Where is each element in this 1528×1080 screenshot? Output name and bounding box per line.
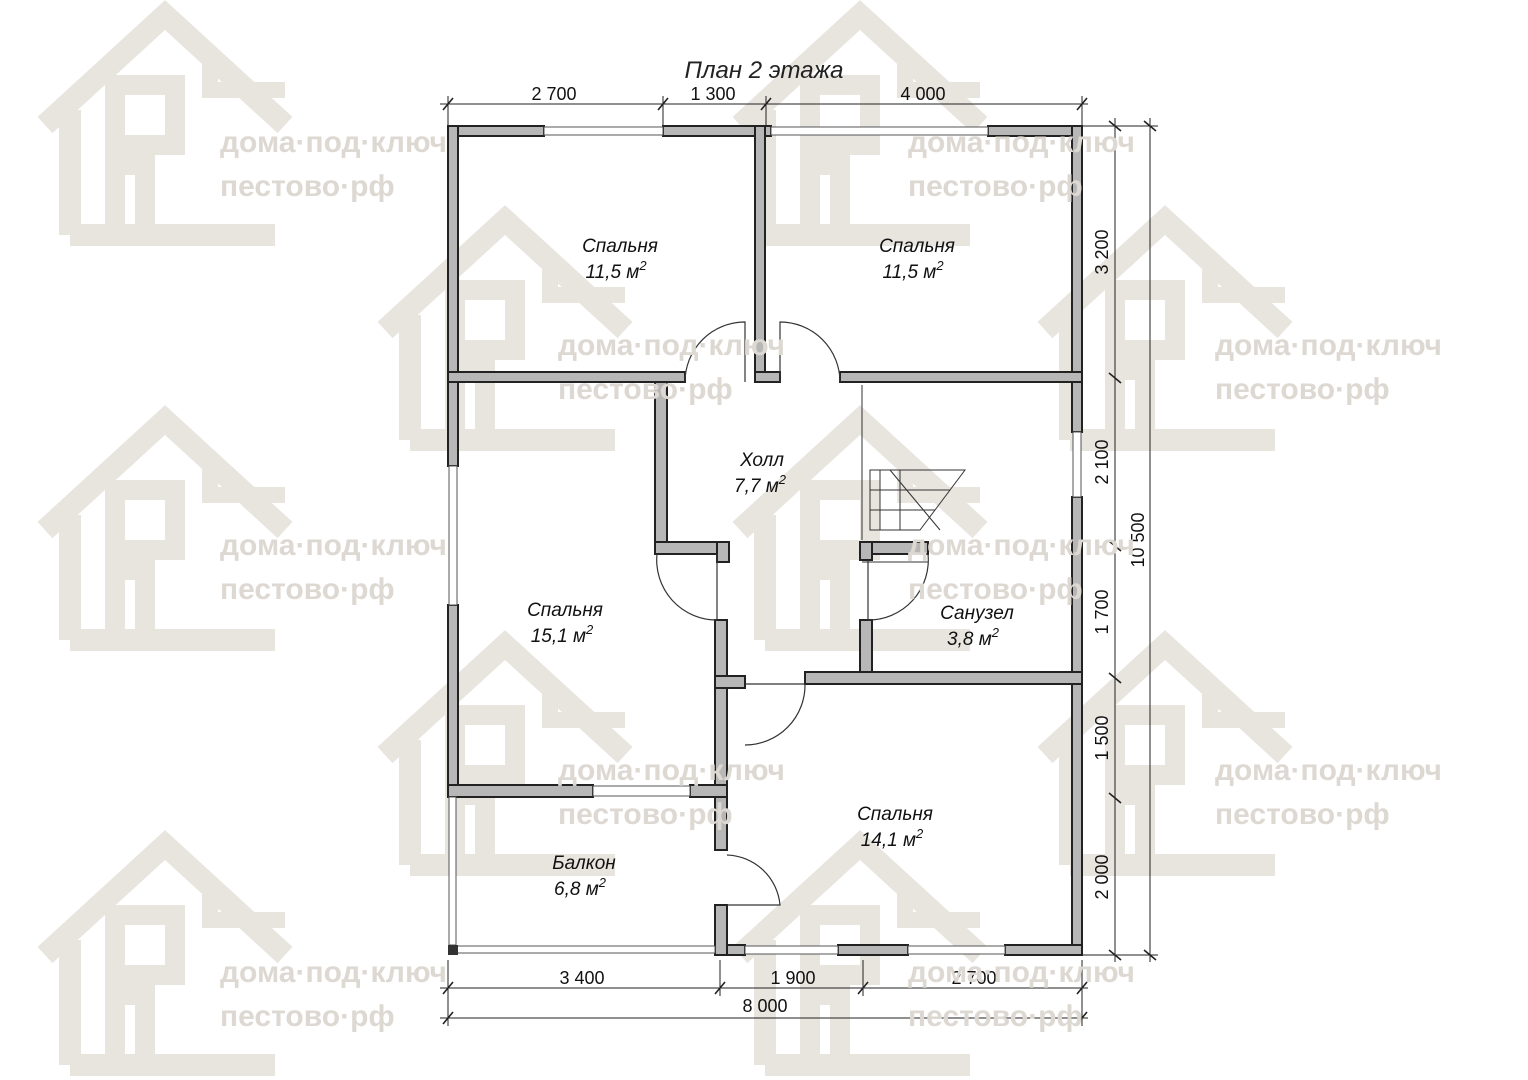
watermark-line2: пестово·рф [1215, 373, 1390, 406]
watermark-line1: дома·под·ключ [220, 126, 447, 159]
watermark-line1: дома·под·ключ [908, 529, 1135, 562]
walls [447, 125, 1083, 956]
watermark-text: дома·под·ключ пестово·рф дома·под·ключ п… [220, 126, 1442, 1033]
room-labels: Спальня 11,5 м2 Спальня 11,5 м2 Холл 7,7… [527, 236, 1014, 900]
room-area: 14,1 м2 [861, 826, 924, 851]
dim-right: 2 000 [1092, 854, 1112, 899]
dim-right: 3 200 [1092, 229, 1112, 274]
watermark-line1: дома·под·ключ [558, 329, 785, 362]
dim-right: 1 700 [1092, 589, 1112, 634]
room-name: Балкон [552, 853, 616, 874]
watermark-line2: пестово·рф [908, 573, 1083, 606]
dim-right-total: 10 500 [1128, 512, 1148, 567]
doors [656, 321, 929, 906]
dim-bottom: 1 900 [770, 968, 815, 988]
watermark-line1: дома·под·ключ [908, 956, 1135, 989]
watermark-line1: дома·под·ключ [1215, 329, 1442, 362]
room-area: 11,5 м2 [585, 258, 647, 283]
watermark-line1: дома·под·ключ [908, 126, 1135, 159]
room-name: Санузел [940, 603, 1014, 624]
room-name: Спальня [582, 236, 658, 257]
dim-top: 2 700 [531, 84, 576, 104]
watermark-line1: дома·под·ключ [220, 529, 447, 562]
watermark-line1: дома·под·ключ [220, 956, 447, 989]
dim-right: 2 100 [1092, 439, 1112, 484]
dim-bottom: 3 400 [559, 968, 604, 988]
dim-bottom-total: 8 000 [742, 996, 787, 1016]
dimension-lines [440, 96, 1158, 1026]
room-area: 6,8 м2 [554, 875, 607, 900]
room-name: Спальня [879, 236, 955, 257]
watermark-line2: пестово·рф [220, 170, 395, 203]
watermark-line2: пестово·рф [220, 1000, 395, 1033]
dim-top: 1 300 [690, 84, 735, 104]
windows [448, 126, 1082, 955]
room-name: Холл [739, 450, 784, 471]
room-area: 15,1 м2 [531, 622, 594, 647]
dimension-labels: 2 700 1 300 4 000 3 400 1 900 2 700 8 00… [531, 84, 1148, 1016]
plan-title: План 2 этажа [685, 57, 844, 84]
staircase [861, 385, 966, 563]
watermark-line2: пестово·рф [220, 573, 395, 606]
room-name: Спальня [857, 804, 933, 825]
dim-bottom: 2 700 [951, 968, 996, 988]
watermark-line2: пестово·рф [558, 798, 733, 831]
room-area: 3,8 м2 [947, 625, 1000, 650]
watermark-line2: пестово·рф [908, 170, 1083, 203]
watermark-line2: пестово·рф [908, 1000, 1083, 1033]
watermark-line1: дома·под·ключ [1215, 754, 1442, 787]
room-name: Спальня [527, 600, 603, 621]
dim-right: 1 500 [1092, 715, 1112, 760]
watermark-line2: пестово·рф [558, 373, 733, 406]
dim-top: 4 000 [900, 84, 945, 104]
watermark-line2: пестово·рф [1215, 798, 1390, 831]
room-area: 7,7 м2 [734, 472, 787, 497]
watermark-line1: дома·под·ключ [558, 754, 785, 787]
room-area: 11,5 м2 [882, 258, 944, 283]
